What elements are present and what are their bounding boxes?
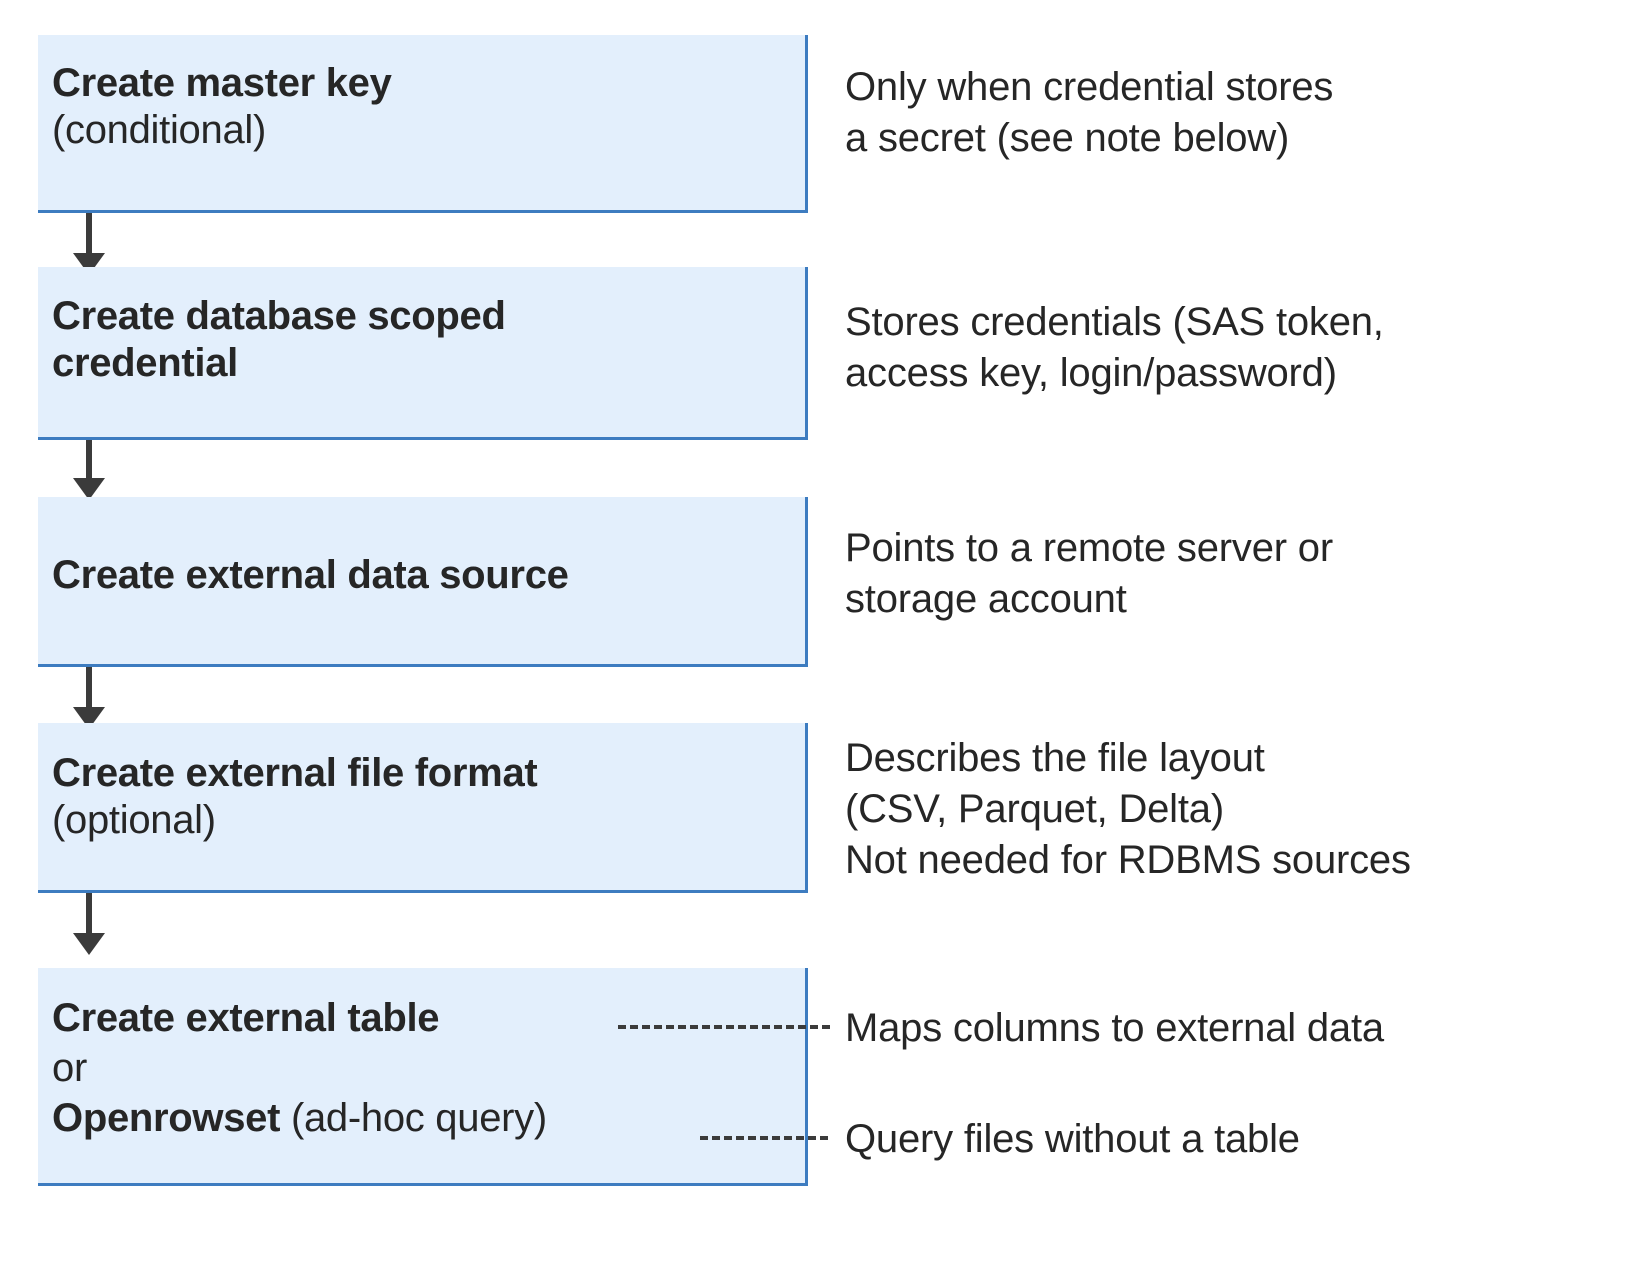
step-separator-or: or	[52, 1046, 87, 1090]
arrow-step3-to-step4	[73, 667, 105, 729]
arrow-shaft	[86, 893, 92, 937]
step-label-create-external-data-source: Create external data source	[52, 552, 1626, 599]
step-heading-create-external-file-format: Create external file format	[52, 751, 538, 795]
step-box-create-database-scoped-credential[interactable]	[38, 267, 808, 440]
note-create-external-table: Maps columns to external data	[845, 1006, 1384, 1050]
step-label-create-external-table-or-openrowset: Create external table or Openrowset (ad-…	[52, 993, 1626, 1143]
step-label-create-external-file-format: Create external file format (optional)	[52, 750, 1626, 844]
step-heading-line2-create-database-scoped-credential: credential	[52, 341, 238, 386]
step-box-create-master-key[interactable]	[38, 35, 808, 213]
dashed-connector-external-table	[618, 1025, 830, 1029]
step-label-create-database-scoped-credential: Create database scoped credential	[52, 293, 1626, 387]
arrow-step1-to-step2	[73, 213, 105, 275]
openrowset-keyword: Openrowset	[52, 1096, 281, 1140]
step-heading-create-master-key: Create master key	[52, 61, 392, 105]
step-heading-openrowset: Openrowset (ad-hoc query)	[52, 1093, 1626, 1143]
note-create-external-file-format: Describes the file layout (CSV, Parquet,…	[845, 736, 1411, 883]
arrow-head-icon	[73, 478, 105, 500]
note-create-database-scoped-credential: Stores credentials (SAS token, access ke…	[845, 300, 1384, 396]
step-box-create-external-table-or-openrowset[interactable]	[38, 968, 808, 1186]
step-heading-create-external-data-source: Create external data source	[52, 553, 569, 597]
arrow-head-icon	[73, 933, 105, 955]
step-heading-create-external-table: Create external table	[52, 996, 440, 1040]
step-label-create-master-key: Create master key (conditional)	[52, 60, 1626, 154]
note-create-master-key: Only when credential stores a secret (se…	[845, 65, 1334, 161]
dashed-connector-openrowset	[700, 1136, 828, 1140]
openrowset-qualifier: (ad-hoc query)	[280, 1096, 547, 1140]
step-heading-create-database-scoped-credential: Create database scoped	[52, 294, 506, 338]
arrow-shaft	[86, 213, 92, 257]
arrow-shaft	[86, 440, 92, 482]
arrow-step4-to-step5	[73, 893, 105, 955]
step-subtext-create-master-key: (conditional)	[52, 108, 266, 153]
step-box-create-external-file-format[interactable]	[38, 723, 808, 893]
note-create-external-data-source: Points to a remote server or storage acc…	[845, 526, 1333, 622]
arrow-step2-to-step3	[73, 440, 105, 500]
step-box-create-external-data-source[interactable]	[38, 497, 808, 667]
note-openrowset: Query files without a table	[845, 1117, 1300, 1161]
arrow-shaft	[86, 667, 92, 711]
step-subtext-create-external-file-format: (optional)	[52, 798, 216, 843]
